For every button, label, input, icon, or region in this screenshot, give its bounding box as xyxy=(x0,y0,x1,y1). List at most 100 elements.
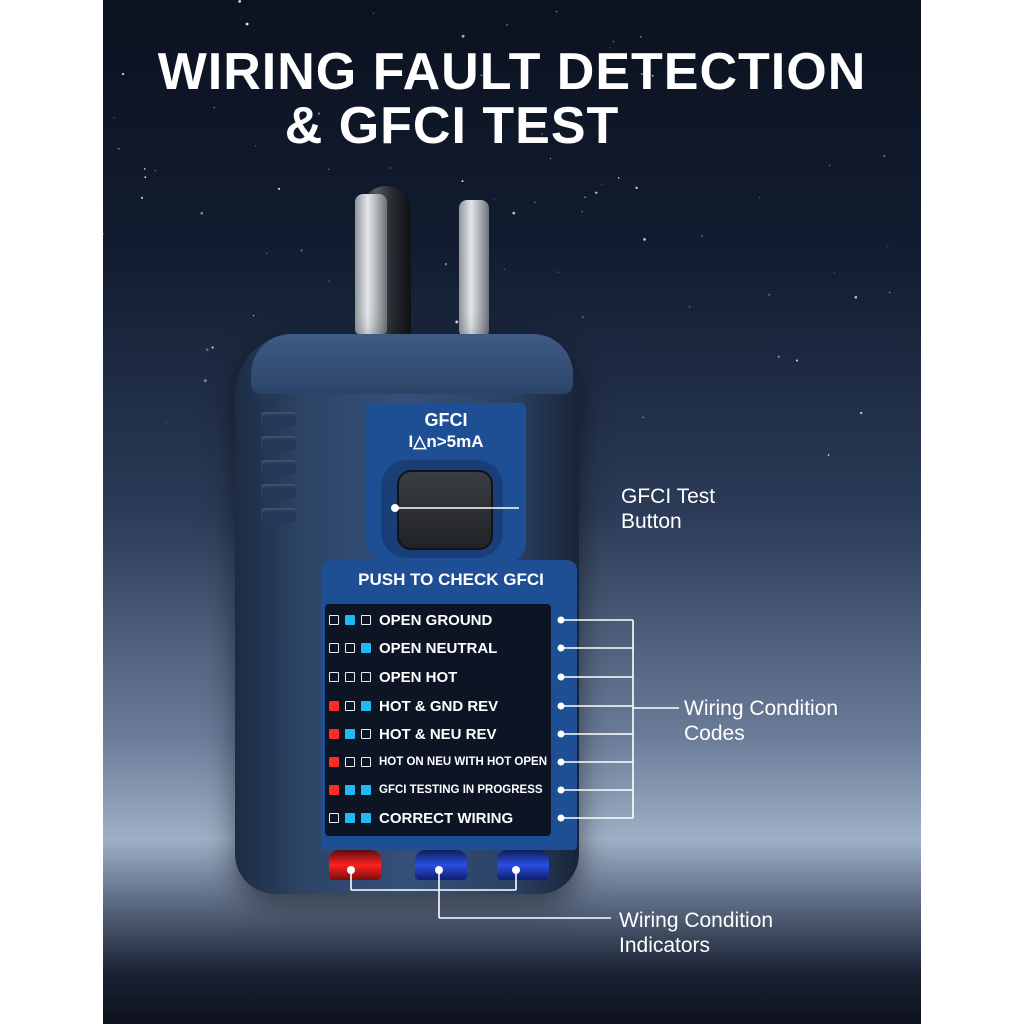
wiring-code-chart xyxy=(325,604,551,836)
outlet-tester-top-cap xyxy=(251,334,573,394)
led-blue-icon xyxy=(361,813,371,823)
star-dot xyxy=(461,180,464,183)
led-off-icon xyxy=(345,757,355,767)
led-off-icon xyxy=(361,729,371,739)
gfci-test-button[interactable] xyxy=(397,470,493,550)
star-dot xyxy=(144,176,147,179)
led-off-icon xyxy=(329,813,339,823)
star-dot xyxy=(887,246,889,248)
star-dot xyxy=(617,177,620,179)
callout-line: Button xyxy=(621,510,682,533)
led-red-icon xyxy=(329,757,339,767)
neutral-prong xyxy=(459,200,489,335)
wiring-code-row: OPEN HOT xyxy=(329,664,549,690)
star-dot xyxy=(328,168,330,171)
star-dot xyxy=(859,411,863,415)
star-dot xyxy=(651,74,654,77)
star-dot xyxy=(534,201,536,203)
star-dot xyxy=(240,17,242,19)
star-dot xyxy=(455,320,459,324)
star-dot xyxy=(555,10,558,13)
star-dot xyxy=(277,187,281,191)
callout-line: Indicators xyxy=(619,934,711,957)
star-dot xyxy=(390,167,392,169)
star-dot xyxy=(252,314,255,317)
star-dot xyxy=(828,164,831,167)
star-dot xyxy=(795,359,799,362)
led-red-icon xyxy=(329,701,339,711)
star-dot xyxy=(205,348,209,352)
wiring-code-row: HOT & GND REV xyxy=(329,693,549,719)
star-dot xyxy=(688,306,691,308)
wiring-code-row: CORRECT WIRING xyxy=(329,805,549,831)
star-dot xyxy=(506,24,508,26)
led-off-icon xyxy=(361,615,371,625)
led-blue-icon xyxy=(361,643,371,653)
star-dot xyxy=(854,295,858,299)
grip-ridge xyxy=(261,460,297,474)
led-red-icon xyxy=(329,785,339,795)
star-dot xyxy=(444,263,448,266)
star-dot xyxy=(203,379,207,383)
wiring-code-row: GFCI TESTING IN PROGRESS xyxy=(329,777,549,803)
star-dot xyxy=(113,117,115,119)
star-dot xyxy=(541,133,543,135)
star-dot xyxy=(121,72,125,76)
callout-wiring-condition-indicators: Wiring Condition Indicators xyxy=(619,908,773,958)
led-blue-icon xyxy=(361,701,371,711)
star-dot xyxy=(512,211,516,215)
wiring-code-label: HOT & NEU REV xyxy=(379,725,497,743)
led-blue-icon xyxy=(345,729,355,739)
led-off-icon xyxy=(345,672,355,682)
star-dot xyxy=(200,211,204,215)
star-dot xyxy=(300,249,303,252)
star-dot xyxy=(143,168,146,170)
callout-line: Codes xyxy=(684,722,745,745)
star-dot xyxy=(601,183,603,185)
star-dot xyxy=(635,186,638,190)
grip-ridge xyxy=(261,508,297,522)
star-dot xyxy=(154,170,157,172)
star-dot xyxy=(549,158,552,160)
star-dot xyxy=(254,145,256,147)
grip-ridge xyxy=(261,412,297,426)
star-dot xyxy=(581,211,583,213)
star-dot xyxy=(103,232,104,235)
led-off-icon xyxy=(329,615,339,625)
wiring-code-label: OPEN HOT xyxy=(379,668,458,686)
led-blue-icon xyxy=(345,785,355,795)
star-dot xyxy=(584,196,586,198)
wiring-code-row: HOT & NEU REV xyxy=(329,721,549,747)
led-off-icon xyxy=(361,672,371,682)
wiring-code-label: CORRECT WIRING xyxy=(379,809,514,827)
grip-ridge xyxy=(261,484,297,498)
wiring-code-label: OPEN NEUTRAL xyxy=(379,639,498,657)
star-dot xyxy=(833,272,835,274)
gfci-label: GFCI xyxy=(424,410,468,430)
wiring-code-row: OPEN GROUND xyxy=(329,607,549,633)
push-to-check-label: PUSH TO CHECK GFCI xyxy=(358,570,544,589)
hot-prong xyxy=(355,194,387,334)
led-blue-icon xyxy=(361,785,371,795)
star-dot xyxy=(883,155,886,157)
product-scene: WIRING FAULT DETECTION & GFCI TEST GFCI … xyxy=(103,0,921,1024)
star-dot xyxy=(781,84,783,87)
wiring-code-label: HOT & GND REV xyxy=(379,697,499,715)
star-dot xyxy=(759,197,760,199)
star-dot xyxy=(888,291,891,294)
trip-rating-label: I△n>5mA xyxy=(408,432,484,451)
headline-line-2: & GFCI TEST xyxy=(284,97,620,155)
grip-ridge xyxy=(261,436,297,450)
star-dot xyxy=(265,252,268,255)
callout-gfci-test-button: GFCI Test Button xyxy=(621,484,715,534)
star-dot xyxy=(211,346,214,349)
star-dot xyxy=(238,0,242,3)
star-dot xyxy=(165,422,167,424)
led-off-icon xyxy=(329,672,339,682)
led-red-icon xyxy=(329,729,339,739)
led-off-icon xyxy=(345,643,355,653)
star-dot xyxy=(701,235,703,237)
star-dot xyxy=(433,106,436,108)
star-dot xyxy=(328,280,330,282)
star-dot xyxy=(749,65,751,67)
